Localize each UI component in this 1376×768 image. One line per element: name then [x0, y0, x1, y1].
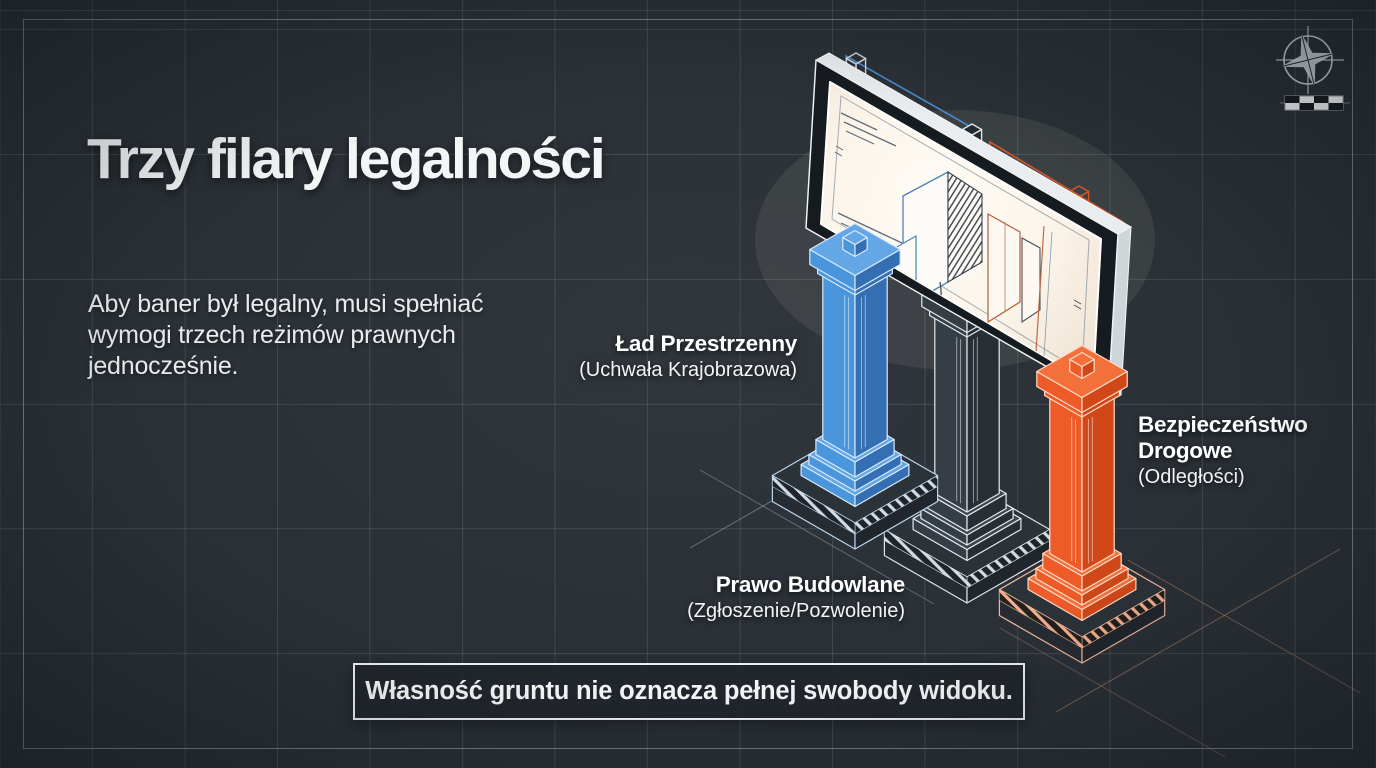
pillar-bezpieczenstwo-drogowe [998, 344, 1166, 664]
pillar-label-bezpieczenstwo-drogowe: Bezpieczeństwo Drogowe (Odległości) [1138, 412, 1308, 489]
pillar-label-sub: (Uchwała Krajobrazowa) [579, 359, 797, 382]
pillar-label-main: Bezpieczeństwo Drogowe [1138, 412, 1308, 464]
pillar-label-sub: (Zgłoszenie/Pozwolenie) [687, 600, 905, 623]
bottom-caption: Własność gruntu nie oznacza pełnej swobo… [353, 663, 1025, 720]
pillar-label-prawo-budowlane: Prawo Budowlane (Zgłoszenie/Pozwolenie) [687, 572, 905, 623]
pillar-label-lad-przestrzenny: Ład Przestrzenny (Uchwała Krajobrazowa) [579, 331, 797, 382]
pillar-lad-przestrzenny [771, 222, 939, 550]
page-title: Trzy filary legalności [87, 127, 606, 191]
pillar-label-main: Ład Przestrzenny [615, 331, 797, 356]
intro-text: Aby baner był legalny, musi spełniać wym… [88, 290, 484, 380]
pillar-label-sub: (Odległości) [1138, 466, 1245, 489]
pillar-label-main: Prawo Budowlane [715, 572, 906, 597]
